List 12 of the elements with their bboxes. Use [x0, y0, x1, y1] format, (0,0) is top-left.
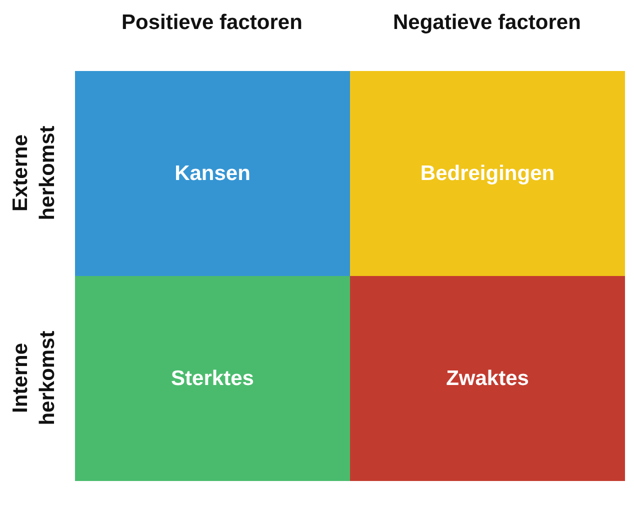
- quadrant: [350, 71, 625, 276]
- quadrant: [75, 71, 350, 276]
- row-header: Externe herkomst: [8, 124, 60, 222]
- row-header: Interne herkomst: [8, 330, 60, 428]
- column-header: Negatieve factoren: [393, 11, 581, 35]
- quadrant: [75, 276, 350, 481]
- quadrant-title: Bedreigingen: [420, 162, 555, 186]
- column-header: Positieve factoren: [122, 11, 302, 35]
- quadrant-title: Kansen: [174, 162, 250, 186]
- quadrant: [350, 276, 625, 481]
- quadrant-title: Zwaktes: [446, 366, 529, 390]
- quadrant-title: Sterktes: [171, 366, 254, 390]
